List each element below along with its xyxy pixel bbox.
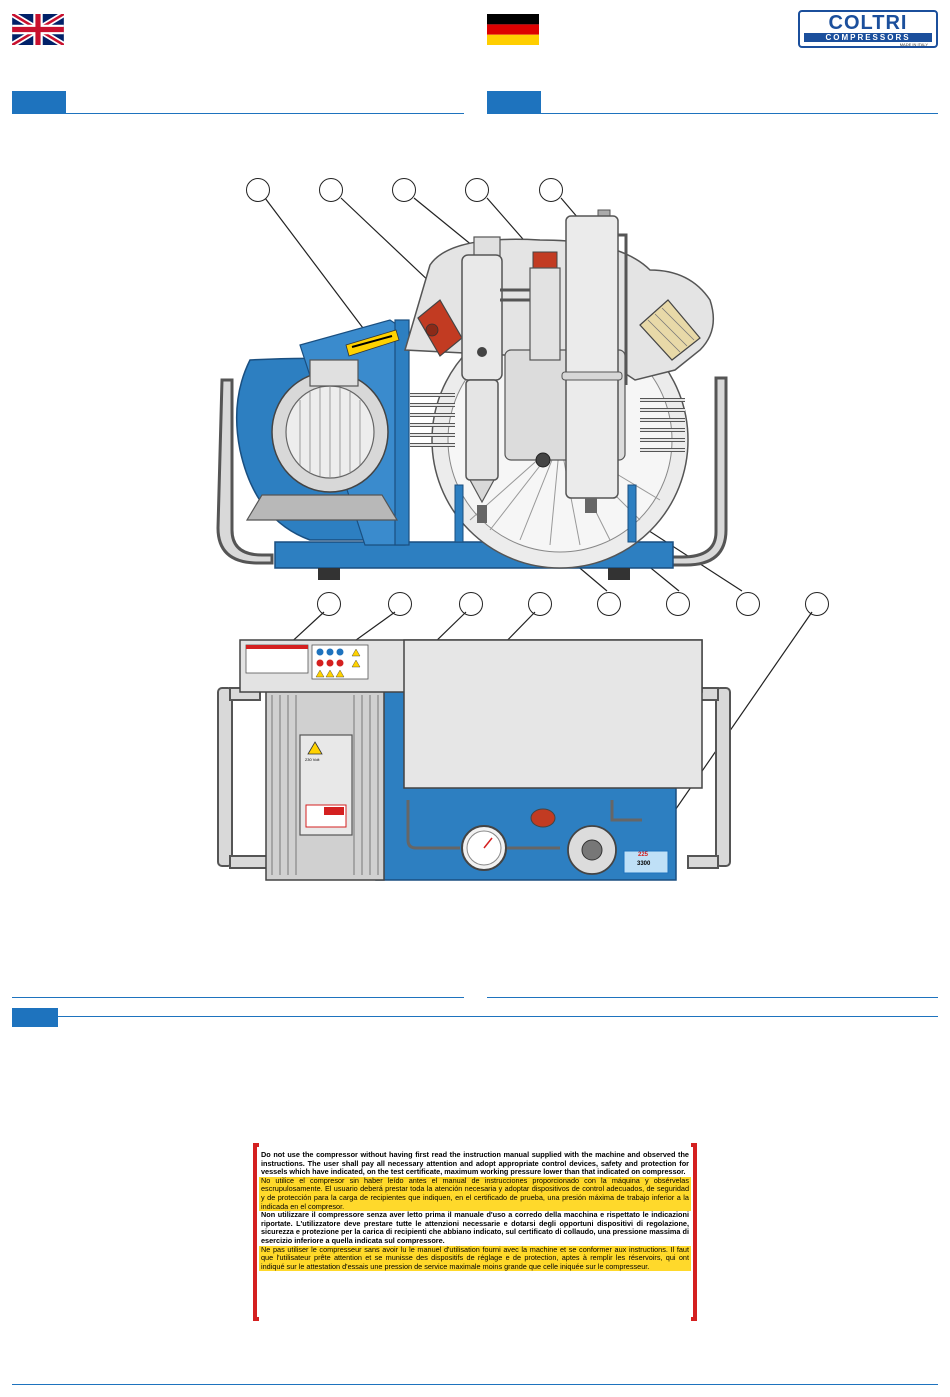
callout-mid-7 <box>736 592 760 616</box>
callout-mid-6 <box>666 592 690 616</box>
warning-bracket-right <box>691 1143 697 1321</box>
logo-brand: COLTRI <box>828 12 908 34</box>
callout-top-3 <box>392 178 416 202</box>
callout-mid-8 <box>805 592 829 616</box>
filter-tower-right <box>535 209 623 513</box>
pressure-label <box>623 850 669 874</box>
separator-left <box>461 236 503 523</box>
pressure-label-value: 225 <box>638 852 649 858</box>
logo-subtext: COMPRESSORS <box>804 33 932 42</box>
logo-tagline: MADE IN ITALY <box>899 42 928 47</box>
section-rule-lower <box>12 1016 938 1017</box>
warning-text-en: Do not use the compressor without having… <box>261 1150 689 1177</box>
section-tab-right <box>487 91 541 113</box>
callout-mid-4 <box>528 592 552 616</box>
compressor-illustration <box>216 197 743 592</box>
callout-top-5 <box>539 178 563 202</box>
warning-label-cover <box>245 644 309 674</box>
coltri-logo: COLTRI COMPRESSORS MADE IN ITALY <box>798 10 938 48</box>
section-tab-lower <box>12 1008 58 1027</box>
filter-center <box>529 251 561 361</box>
callout-mid-3 <box>459 592 483 616</box>
footer-rule <box>12 1384 938 1385</box>
warning-text-es: No utilice el compresor sin haber leído … <box>259 1175 691 1212</box>
voltage-warning-sticker <box>307 741 323 755</box>
section-tab-left <box>12 91 66 113</box>
callout-mid-1 <box>317 592 341 616</box>
pipes-top <box>500 233 628 385</box>
callout-mid-5 <box>597 592 621 616</box>
section-rule-right <box>487 113 938 114</box>
foot-left <box>318 568 340 580</box>
frame-handles <box>216 376 728 567</box>
uk-flag-icon <box>10 11 66 48</box>
section-rule-lower-right <box>487 997 938 998</box>
warning-bracket-left <box>253 1143 259 1321</box>
callout-top-1 <box>246 178 270 202</box>
warning-sticker-direction <box>345 329 400 357</box>
warning-text-it: Non utilizzare il compressore senza aver… <box>261 1210 689 1245</box>
germany-flag-icon <box>487 14 539 45</box>
warning-box: Do not use the compressor without having… <box>253 1143 697 1321</box>
callout-top-4 <box>465 178 489 202</box>
right-cylinder-head <box>639 299 701 361</box>
voltage-label-text: 230 Volt <box>305 757 320 762</box>
compressor-top-view <box>217 611 813 881</box>
callout-mid-2 <box>388 592 412 616</box>
warning-text-fr: Ne pas utiliser le compresseur sans avoi… <box>259 1244 691 1272</box>
section-rule-left <box>12 113 464 114</box>
section-rule-lower-left <box>12 997 464 998</box>
foot-right <box>608 568 630 580</box>
pressure-label-value-2: 3300 <box>637 861 651 867</box>
motor-plate <box>394 319 410 546</box>
callout-top-2 <box>319 178 343 202</box>
